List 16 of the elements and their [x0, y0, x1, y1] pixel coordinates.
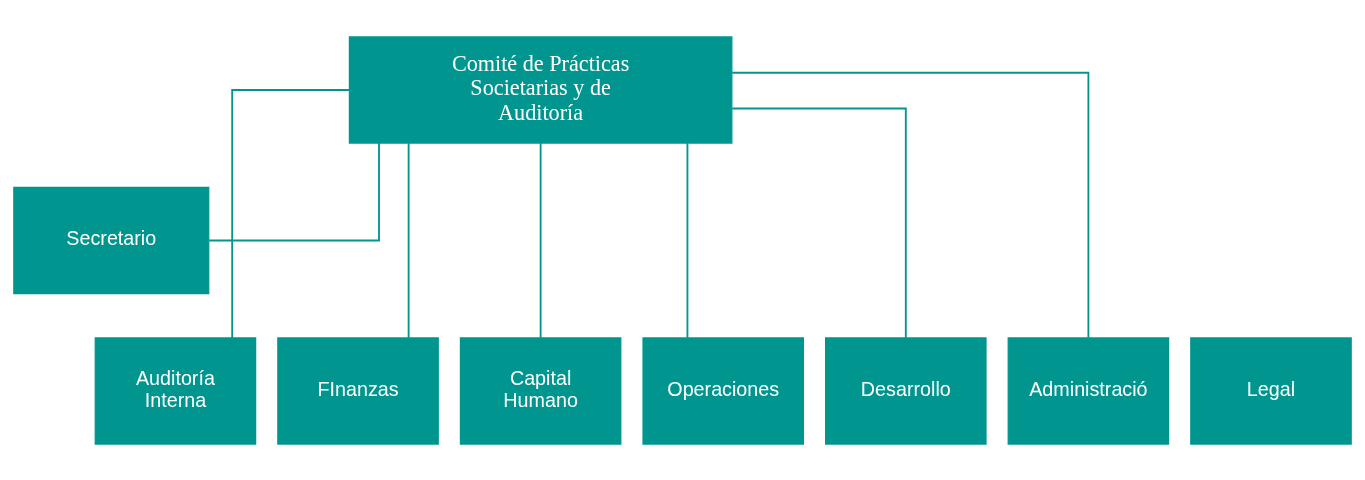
- connector: [731, 71, 1090, 339]
- node-box: Auditoría Interna: [94, 336, 257, 445]
- connector: [208, 141, 380, 241]
- node-box: FInanzas: [277, 336, 439, 445]
- connector: [407, 141, 410, 339]
- connector: [731, 107, 907, 339]
- connector: [686, 141, 689, 339]
- node-box: Comité de Prácticas Societarias y de Auditoría: [348, 35, 733, 144]
- node-box: Capital Humano: [459, 336, 622, 445]
- node-box: Secretario: [13, 186, 210, 294]
- node-box: Desarrollo: [825, 336, 987, 445]
- connector: [231, 88, 351, 339]
- node-box: Legal: [1190, 336, 1352, 445]
- connector: [539, 141, 542, 339]
- node-box: Operaciones: [642, 336, 805, 445]
- node-box: Administració: [1007, 336, 1170, 445]
